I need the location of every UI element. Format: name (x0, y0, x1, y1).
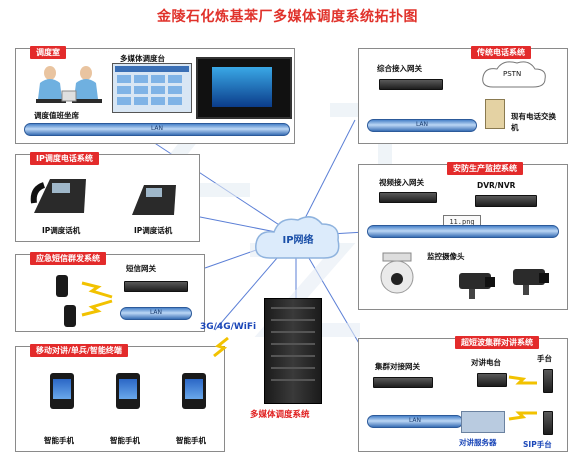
panel-ip-phone: IP调度电话系统 IP调度话机 IP调度话机 (15, 152, 200, 242)
panel-dispatch-room: 调度室 多媒体调度台 调度值班坐席 LAN (15, 46, 295, 144)
panel-title-video: 安防生产监控系统 (447, 162, 523, 175)
panel-title-dispatch: 调度室 (30, 46, 66, 59)
handset-label: 手台 (537, 354, 552, 363)
ip-phone-icon-2 (132, 185, 176, 215)
panel-title-trunk: 超短波集群对讲系统 (455, 336, 539, 349)
sms-gateway-device (124, 281, 188, 292)
smartphone-label-2: 智能手机 (110, 436, 140, 445)
dispatch-server-rack (264, 298, 322, 404)
radio-bolt-icon (508, 375, 537, 421)
dispatch-console-screen (112, 63, 192, 113)
pstn-gateway-label: 综合接入网关 (377, 64, 422, 73)
sip-handset-label: SIP手台 (523, 440, 552, 449)
smartphone-icon-1 (50, 373, 74, 409)
smartphone-icon-3 (182, 373, 206, 409)
ip-network-cloud (255, 216, 340, 259)
sms-phone-icon-2 (64, 305, 76, 327)
lan-bar-video (367, 225, 559, 238)
dvr-label: DVR/NVR (477, 181, 516, 190)
operator-seats-icon (36, 66, 102, 103)
panel-pstn: 传统电话系统 综合接入网关 PSTN 现有电话交换机 LAN (358, 46, 568, 144)
trunk-gateway-label: 集群对接网关 (375, 362, 420, 371)
panel-title-sms: 应急短信群发系统 (30, 252, 106, 265)
wireless-bolt-icon (213, 336, 229, 358)
video-wall (196, 57, 292, 119)
trunk-gateway-device (373, 377, 433, 388)
video-gateway-label: 视频接入网关 (379, 178, 424, 187)
lan-bar-pstn: LAN (367, 119, 477, 132)
ip-network-label: IP网络 (282, 235, 314, 246)
smartphone-label-1: 智能手机 (44, 436, 74, 445)
panel-sms: 应急短信群发系统 短信网关 LAN (15, 252, 205, 332)
panel-trunk: 超短波集群对讲系统 集群对接网关 对讲电台 手台 LAN 对讲服务器 SIP手台 (358, 336, 568, 452)
wireless-label: 3G/4G/WiFi (200, 322, 257, 332)
camera-label: 监控摄像头 (427, 252, 465, 261)
ip-phone-label-1: IP调度话机 (42, 226, 81, 235)
panel-mobile: 移动对讲/单兵/智能终端 智能手机 智能手机 智能手机 (15, 344, 225, 452)
radio-station-icon (477, 373, 507, 387)
server-label: 多媒体调度系统 (250, 410, 310, 420)
sms-phone-icon (56, 275, 68, 297)
panel-title-ip-phone: IP调度电话系统 (30, 152, 99, 165)
exchange-cabinet-icon (485, 99, 505, 129)
panel-title-mobile: 移动对讲/单兵/智能终端 (30, 344, 128, 357)
panel-video: 安防生产监控系统 视频接入网关 DVR/NVR 11.png 监控摄像头 (358, 162, 568, 310)
page-title: 金陵石化炼基苯厂多媒体调度系统拓扑图 (157, 9, 418, 25)
sip-handset-icon (543, 411, 553, 435)
bullet-camera-icon (459, 273, 495, 299)
radio-server-label: 对讲服务器 (459, 438, 497, 447)
radio-station-label: 对讲电台 (471, 358, 501, 367)
lan-bar-trunk: LAN (367, 415, 463, 428)
exchange-label: 现有电话交换机 (511, 112, 556, 132)
pstn-cloud-icon (482, 61, 546, 88)
ip-phone-icon (30, 179, 86, 213)
smartphone-label-3: 智能手机 (176, 436, 206, 445)
dvr-device (475, 195, 537, 207)
smartphone-icon-2 (116, 373, 140, 409)
bullet-camera-icon-2 (513, 269, 549, 295)
console-label: 多媒体调度台 (120, 54, 165, 63)
radio-server-icon (461, 411, 505, 433)
panel-title-pstn: 传统电话系统 (471, 46, 531, 59)
ip-phone-label-2: IP调度话机 (134, 226, 173, 235)
lan-bar-sms: LAN (120, 307, 192, 320)
signal-bolt-icon (81, 281, 113, 317)
video-gateway-device (379, 192, 437, 203)
seat-label: 调度值班坐席 (34, 111, 79, 120)
pstn-label: PSTN (503, 70, 522, 78)
sms-gateway-label: 短信网关 (126, 264, 156, 273)
pstn-gateway-device (379, 79, 443, 90)
lan-bar-dispatch: LAN (24, 123, 290, 136)
handset-icon (543, 369, 553, 393)
dome-camera-icon (380, 252, 414, 294)
